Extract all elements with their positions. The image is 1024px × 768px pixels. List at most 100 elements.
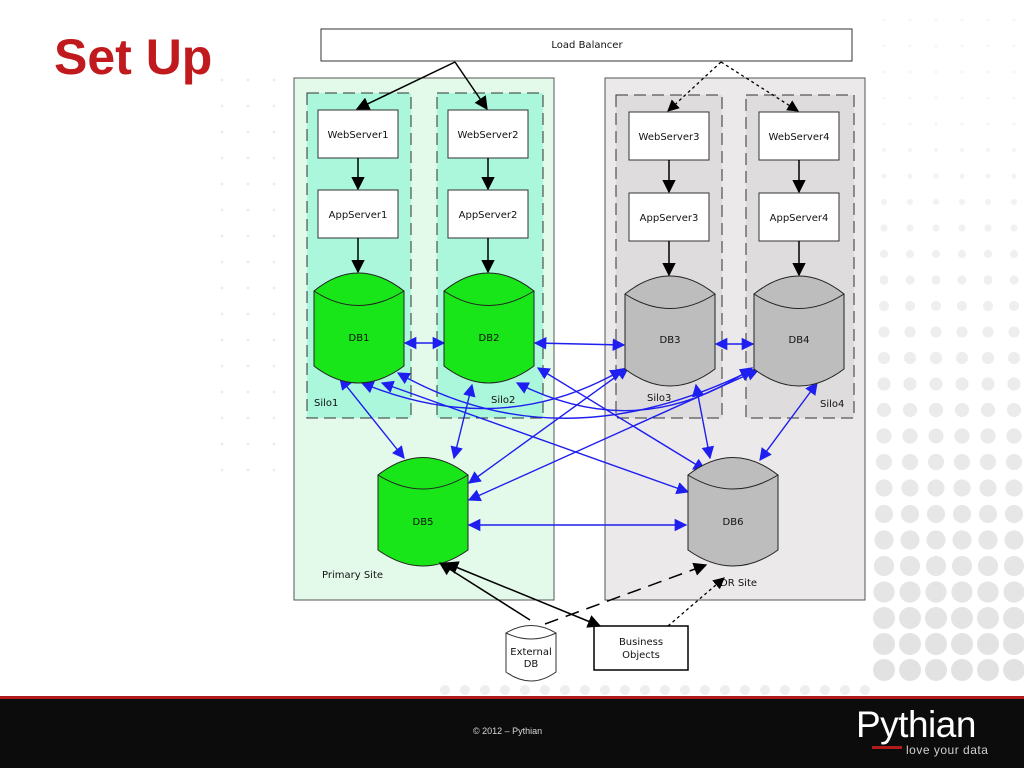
decorative-dot <box>220 468 224 472</box>
decorative-dot <box>220 208 224 212</box>
silo1-label: Silo1 <box>314 398 338 409</box>
decorative-dot <box>882 70 886 74</box>
webserver3-node: WebServer3 <box>628 111 710 161</box>
decorative-dot <box>902 402 918 418</box>
decorative-dot <box>978 504 998 524</box>
decorative-dot <box>959 173 965 179</box>
decorative-dot <box>980 428 996 444</box>
decorative-dot <box>902 428 918 444</box>
svg-text:Business: Business <box>619 637 663 648</box>
extdb-to-db6-dashed <box>544 562 708 625</box>
decorative-dot <box>903 351 917 365</box>
decorative-dot <box>272 442 276 446</box>
decorative-dot <box>957 249 967 259</box>
decorative-dot <box>928 428 944 444</box>
decorative-dot <box>907 173 913 179</box>
decorative-dot <box>1012 18 1016 22</box>
decorative-dot <box>877 351 891 365</box>
decorative-dot <box>1007 377 1021 391</box>
decorative-dot <box>959 147 965 153</box>
svg-text:WebServer3: WebServer3 <box>639 132 700 143</box>
decorative-dot <box>932 198 940 206</box>
decorative-dot <box>930 300 942 312</box>
db5-cylinder: DB5 <box>377 457 469 567</box>
decorative-dot <box>1011 173 1017 179</box>
decorative-dot <box>1005 479 1023 497</box>
decorative-dot <box>960 96 964 100</box>
decorative-dot <box>901 453 919 471</box>
decorative-dot <box>900 530 920 550</box>
decorative-dot <box>925 555 947 577</box>
decorative-dot <box>246 104 250 108</box>
decorative-dot <box>908 96 912 100</box>
business-objects-node: Business Objects <box>593 625 689 671</box>
decorative-dot <box>925 659 947 681</box>
decorative-dot <box>246 442 250 446</box>
decorative-dot <box>246 130 250 134</box>
decorative-dot <box>977 659 999 681</box>
decorative-dot <box>979 453 997 471</box>
decorative-dot <box>977 581 999 603</box>
decorative-dot <box>954 428 970 444</box>
webserver2-node: WebServer2 <box>447 109 529 159</box>
decorative-dot <box>246 182 250 186</box>
pythian-logo: Pythian <box>856 704 976 745</box>
decorative-dot <box>246 364 250 368</box>
decorative-dot <box>246 416 250 420</box>
decorative-dot <box>800 685 810 695</box>
business-objects-to-db6-dotted <box>667 577 725 627</box>
decorative-dot <box>272 104 276 108</box>
decorative-dot <box>954 402 970 418</box>
decorative-dot <box>1009 249 1019 259</box>
decorative-dot <box>934 96 938 100</box>
decorative-dot <box>986 122 990 126</box>
decorative-dot <box>956 300 968 312</box>
decorative-dot <box>246 208 250 212</box>
decorative-dot <box>957 275 967 285</box>
decorative-dot <box>958 198 966 206</box>
decorative-dot <box>908 70 912 74</box>
decorative-dot <box>984 198 992 206</box>
decorative-dot <box>875 453 893 471</box>
decorative-dot <box>220 442 224 446</box>
decorative-dot <box>903 377 917 391</box>
svg-text:DB: DB <box>524 659 539 670</box>
decorative-dot <box>1008 300 1020 312</box>
decorative-dot <box>1012 44 1016 48</box>
decorative-dot <box>780 685 790 695</box>
decorative-dot <box>1010 198 1018 206</box>
decorative-dot <box>908 18 912 22</box>
decorative-dot <box>904 326 916 338</box>
decorative-dot <box>960 18 964 22</box>
decorative-dot <box>873 659 895 681</box>
decorative-dot <box>960 122 964 126</box>
decorative-dot <box>246 156 250 160</box>
decorative-dot <box>977 555 999 577</box>
decorative-dot <box>927 453 945 471</box>
decorative-dot <box>986 44 990 48</box>
db4-cylinder: DB4 <box>753 275 845 387</box>
decorative-dot <box>1010 224 1018 232</box>
lb-to-web1-arrow <box>355 61 456 110</box>
decorative-dot <box>904 300 916 312</box>
decorative-dot <box>878 300 890 312</box>
decorative-dot <box>1005 453 1023 471</box>
db1-cylinder: DB1 <box>313 272 405 384</box>
db6-cylinder: DB6 <box>687 457 779 567</box>
db5-to-business-objects-arrow <box>444 561 602 628</box>
decorative-dot <box>899 633 921 655</box>
decorative-dot <box>901 479 919 497</box>
decorative-dot <box>877 377 891 391</box>
svg-text:AppServer2: AppServer2 <box>459 210 518 221</box>
decorative-dot <box>899 581 921 603</box>
decorative-dot <box>934 70 938 74</box>
decorative-dot <box>955 351 969 365</box>
decorative-dot <box>955 377 969 391</box>
decorative-dot <box>1003 581 1024 603</box>
decorative-dot <box>272 130 276 134</box>
decorative-dot <box>882 44 886 48</box>
decorative-dot <box>1012 122 1016 126</box>
decorative-dot <box>220 78 224 82</box>
decorative-dot <box>956 326 968 338</box>
decorative-dot <box>933 173 939 179</box>
